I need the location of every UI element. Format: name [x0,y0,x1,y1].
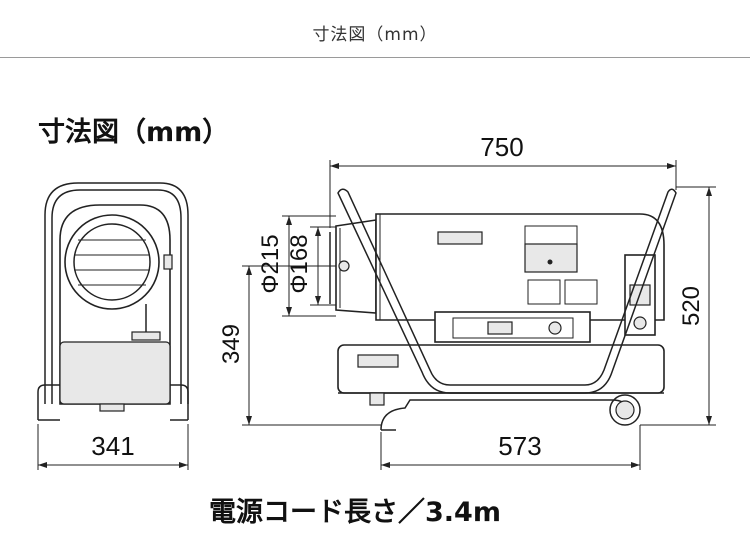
dimension-outer-diameter: Φ215 [257,234,284,293]
page-header: 寸法図（mm） [0,0,750,58]
dimension-overall-height: 520 [678,286,705,326]
tank-side [337,344,665,394]
dimension-inner-diameter: Φ168 [286,234,313,293]
dimension-outlet-height: 349 [218,324,245,364]
dimension-front-width: 341 [91,431,134,461]
wheel [609,394,641,426]
side-view: 750 520 573 349 Φ215 Φ168 [218,132,716,470]
heater-body-side [375,213,665,321]
tank-front [59,341,171,405]
fan-outer-circle-front [64,214,160,310]
page-header-title: 寸法図（mm） [312,25,438,45]
drawing-title: 寸法図（mm） [38,117,229,148]
front-view: 341 [37,182,189,470]
power-cord-length-note: 電源コード長さ／3.4m [209,497,501,528]
dimension-wheelbase: 573 [498,431,541,461]
dimension-overall-length: 750 [480,132,523,162]
